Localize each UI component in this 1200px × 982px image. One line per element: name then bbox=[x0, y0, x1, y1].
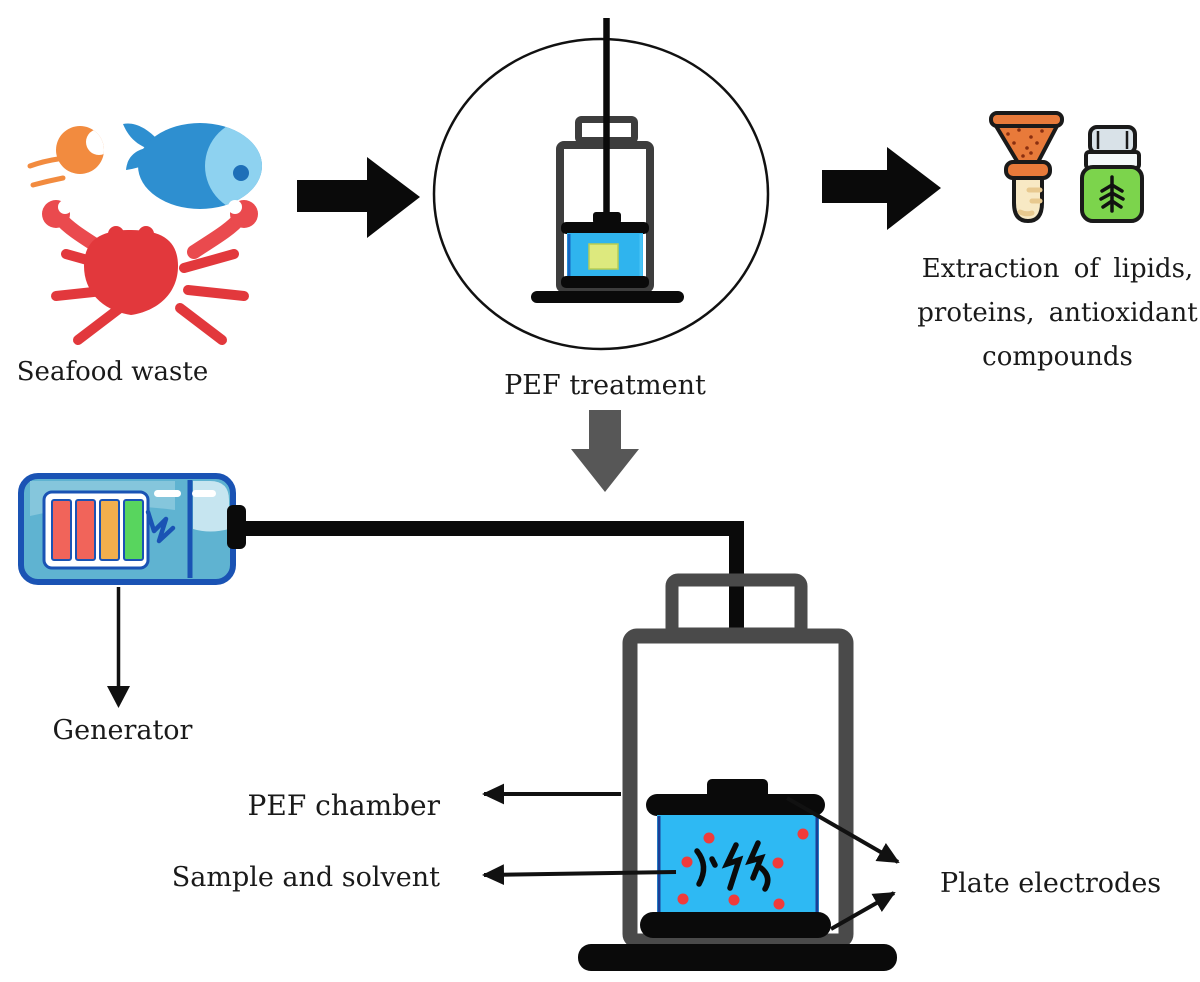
shrimp-icon bbox=[27, 126, 104, 188]
plate-electrodes-label: Plate electrodes bbox=[940, 868, 1162, 899]
crab-icon bbox=[42, 200, 258, 345]
flow-arrow-1 bbox=[297, 157, 420, 238]
top-plate-electrode bbox=[646, 794, 825, 816]
plate-electrode-bottom-callout-arrow bbox=[830, 891, 896, 931]
electric-discharge-marks bbox=[694, 840, 771, 892]
battery-terminal bbox=[227, 505, 246, 549]
fish-icon bbox=[123, 123, 262, 209]
sample-solvent-label: Sample and solvent bbox=[171, 862, 440, 893]
pef-cell-icon bbox=[531, 18, 684, 303]
pef-treatment-label: PEF treatment bbox=[504, 370, 706, 401]
sample-liquid bbox=[657, 815, 819, 914]
extraction-label-line2: proteins, antioxidant bbox=[917, 298, 1198, 328]
plate-electrode-top-callout-arrow bbox=[786, 796, 900, 864]
flow-arrow-down bbox=[571, 410, 639, 492]
funnel-tube-icon bbox=[989, 111, 1064, 224]
sample-callout-arrow bbox=[482, 864, 677, 886]
extraction-label: Extraction of lipids, proteins, antioxid… bbox=[905, 247, 1200, 379]
herb-bottle-icon bbox=[1080, 125, 1144, 223]
generator-pointer-arrow bbox=[107, 587, 130, 708]
seafood-waste-label: Seafood waste bbox=[16, 357, 209, 387]
extraction-label-line3: compounds bbox=[982, 342, 1133, 372]
flow-arrow-2 bbox=[822, 147, 941, 230]
generator-label: Generator bbox=[52, 715, 193, 746]
sample-particles bbox=[677, 828, 809, 910]
extraction-label-line1: Extraction of lipids, bbox=[921, 254, 1194, 284]
generator-battery-icon bbox=[18, 473, 246, 585]
bottom-plate-electrode bbox=[640, 912, 831, 938]
fern-leaf-glyph bbox=[1099, 175, 1125, 213]
chamber-base bbox=[578, 944, 897, 971]
pef-chamber-label: PEF chamber bbox=[247, 789, 440, 822]
pef-treatment-circle bbox=[432, 37, 770, 351]
lightning-bolt-icon bbox=[145, 509, 176, 544]
